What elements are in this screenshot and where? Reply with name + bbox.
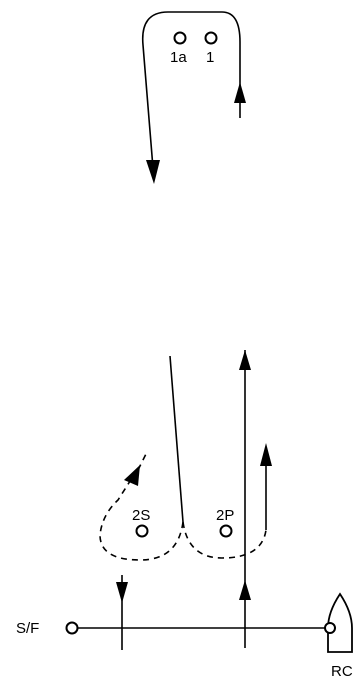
gate-2p-rounding-path (182, 521, 267, 559)
committee-boat-label: RC (331, 663, 353, 680)
arrow-up-icon (124, 465, 140, 486)
committee-boat-mark (324, 622, 336, 634)
windward-rounding-path (141, 11, 241, 169)
arrow-up-icon (260, 443, 272, 466)
arrow-down-icon (146, 160, 160, 184)
start-finish-label: S/F (16, 620, 39, 637)
mark-2s-buoy (135, 524, 149, 538)
arrow-up-icon (239, 580, 251, 600)
downwind-leg (169, 355, 184, 523)
mark-1a-label: 1a (170, 49, 187, 66)
mark-2s-label: 2S (132, 507, 150, 524)
mark-1a-buoy (173, 31, 187, 45)
arrow-up-icon (239, 350, 251, 370)
start-finish-pin-buoy (65, 621, 79, 635)
mark-1-label: 1 (206, 49, 214, 66)
mark-2p-buoy (219, 524, 233, 538)
committee-boat-icon (327, 592, 353, 653)
arrow-up-icon (234, 82, 246, 103)
mark-1-buoy (204, 31, 218, 45)
mark-2p-label: 2P (216, 507, 234, 524)
arrow-down-icon (116, 582, 128, 603)
